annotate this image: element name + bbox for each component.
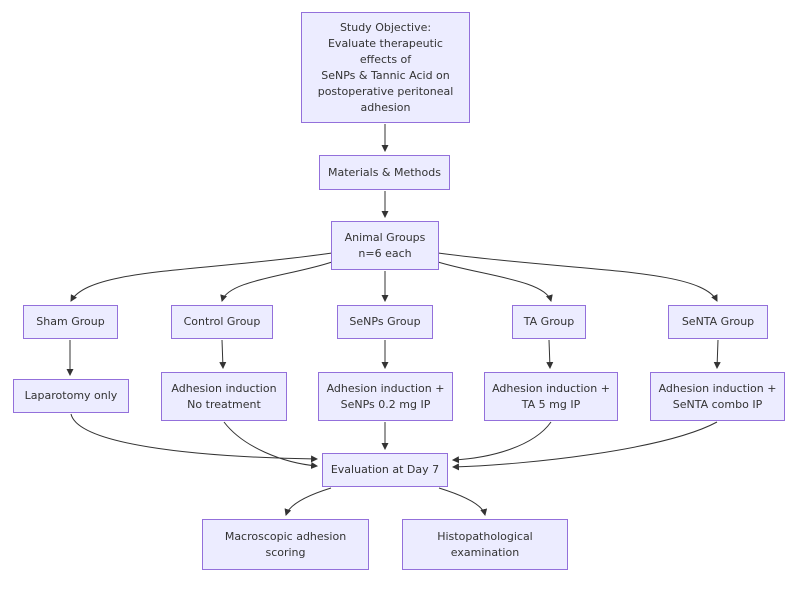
edge-laparotomy-to-evaluation xyxy=(70,413,319,463)
edge-senta-to-treatment xyxy=(713,339,721,370)
edge-ta-treatment-to-evaluation xyxy=(451,421,552,464)
edge-animal-groups-to-sham xyxy=(70,252,333,302)
node-laparotomy-only: Laparotomy only xyxy=(13,379,129,413)
edge-control-treatment-to-evaluation xyxy=(223,421,319,469)
edge-control-to-treatment xyxy=(219,339,227,370)
edge-animal-groups-to-ta xyxy=(437,261,553,303)
node-control-group: Control Group xyxy=(171,305,273,339)
node-ta-treatment: Adhesion induction + TA 5 mg IP xyxy=(484,372,618,421)
node-macroscopic-scoring: Macroscopic adhesion scoring xyxy=(202,519,369,570)
node-senps-treatment: Adhesion induction + SeNPs 0.2 mg IP xyxy=(318,372,453,421)
edge-ta-to-treatment xyxy=(546,339,554,370)
edge-evaluation-to-macroscopic xyxy=(284,487,332,516)
node-control-treatment: Adhesion induction No treatment xyxy=(161,372,287,421)
node-histopathological-examination: Histopathological examination xyxy=(402,519,568,570)
node-materials-methods: Materials & Methods xyxy=(319,155,450,190)
node-senta-group: SeNTA Group xyxy=(668,305,768,339)
edge-animal-groups-to-control xyxy=(220,261,333,303)
edge-senta-treatment-to-evaluation xyxy=(451,421,718,471)
node-sham-group: Sham Group xyxy=(23,305,118,339)
node-senps-group: SeNPs Group xyxy=(337,305,433,339)
node-ta-group: TA Group xyxy=(512,305,586,339)
node-senta-treatment: Adhesion induction + SeNTA combo IP xyxy=(650,372,785,421)
edge-evaluation-to-histopathology xyxy=(438,487,488,517)
node-animal-groups: Animal Groups n=6 each xyxy=(331,221,439,270)
node-evaluation-day7: Evaluation at Day 7 xyxy=(322,453,448,487)
edge-animal-groups-to-senta xyxy=(437,252,718,302)
node-study-objective: Study Objective: Evaluate therapeutic ef… xyxy=(301,12,470,123)
